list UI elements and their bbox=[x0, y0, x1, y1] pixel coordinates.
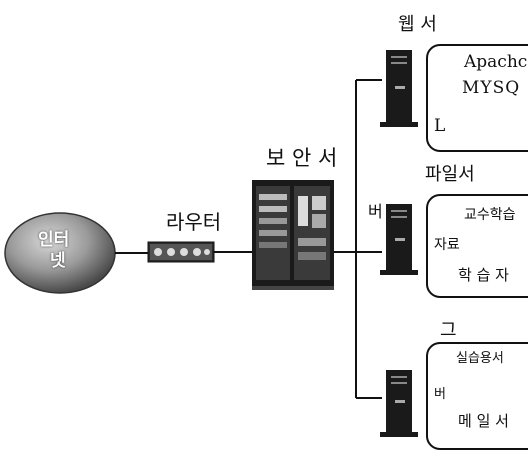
file-box-line3: 학 습 자 bbox=[458, 268, 509, 283]
other-box-line1: 실습용서 bbox=[456, 352, 504, 365]
other-server-icon bbox=[380, 370, 418, 437]
other-server-box: 실습용서 버 메 일 서 bbox=[426, 342, 528, 450]
web-server-icon bbox=[380, 50, 418, 127]
file-server-box: 교수학습 자료 학 습 자 bbox=[426, 194, 528, 298]
file-server-title: 파일서 bbox=[425, 166, 475, 184]
file-server-icon bbox=[380, 204, 418, 275]
other-box-line3: 메 일 서 bbox=[458, 414, 509, 429]
web-box-line3: L bbox=[434, 118, 445, 135]
security-server-icon bbox=[252, 180, 334, 290]
web-server-title: 웹 서 bbox=[398, 16, 437, 34]
internet-label-line2: 넷 bbox=[50, 253, 66, 270]
file-box-line1: 교수학습 bbox=[464, 208, 516, 222]
web-server-box: Apachc MYSQ L bbox=[426, 44, 528, 152]
other-box-line2: 버 bbox=[434, 388, 446, 401]
security-server-label: 보 안 서 bbox=[266, 148, 337, 169]
web-box-line2: MYSQ bbox=[462, 80, 520, 97]
internet-label-line1: 인터 bbox=[38, 232, 69, 249]
router-icon bbox=[148, 242, 214, 262]
web-box-line1: Apachc bbox=[464, 54, 527, 71]
other-server-title: 그 bbox=[440, 322, 457, 340]
file-box-line2: 자료 bbox=[434, 238, 460, 252]
router-label: 라우터 bbox=[166, 212, 221, 232]
file-server-side-label: 버 bbox=[368, 204, 383, 220]
